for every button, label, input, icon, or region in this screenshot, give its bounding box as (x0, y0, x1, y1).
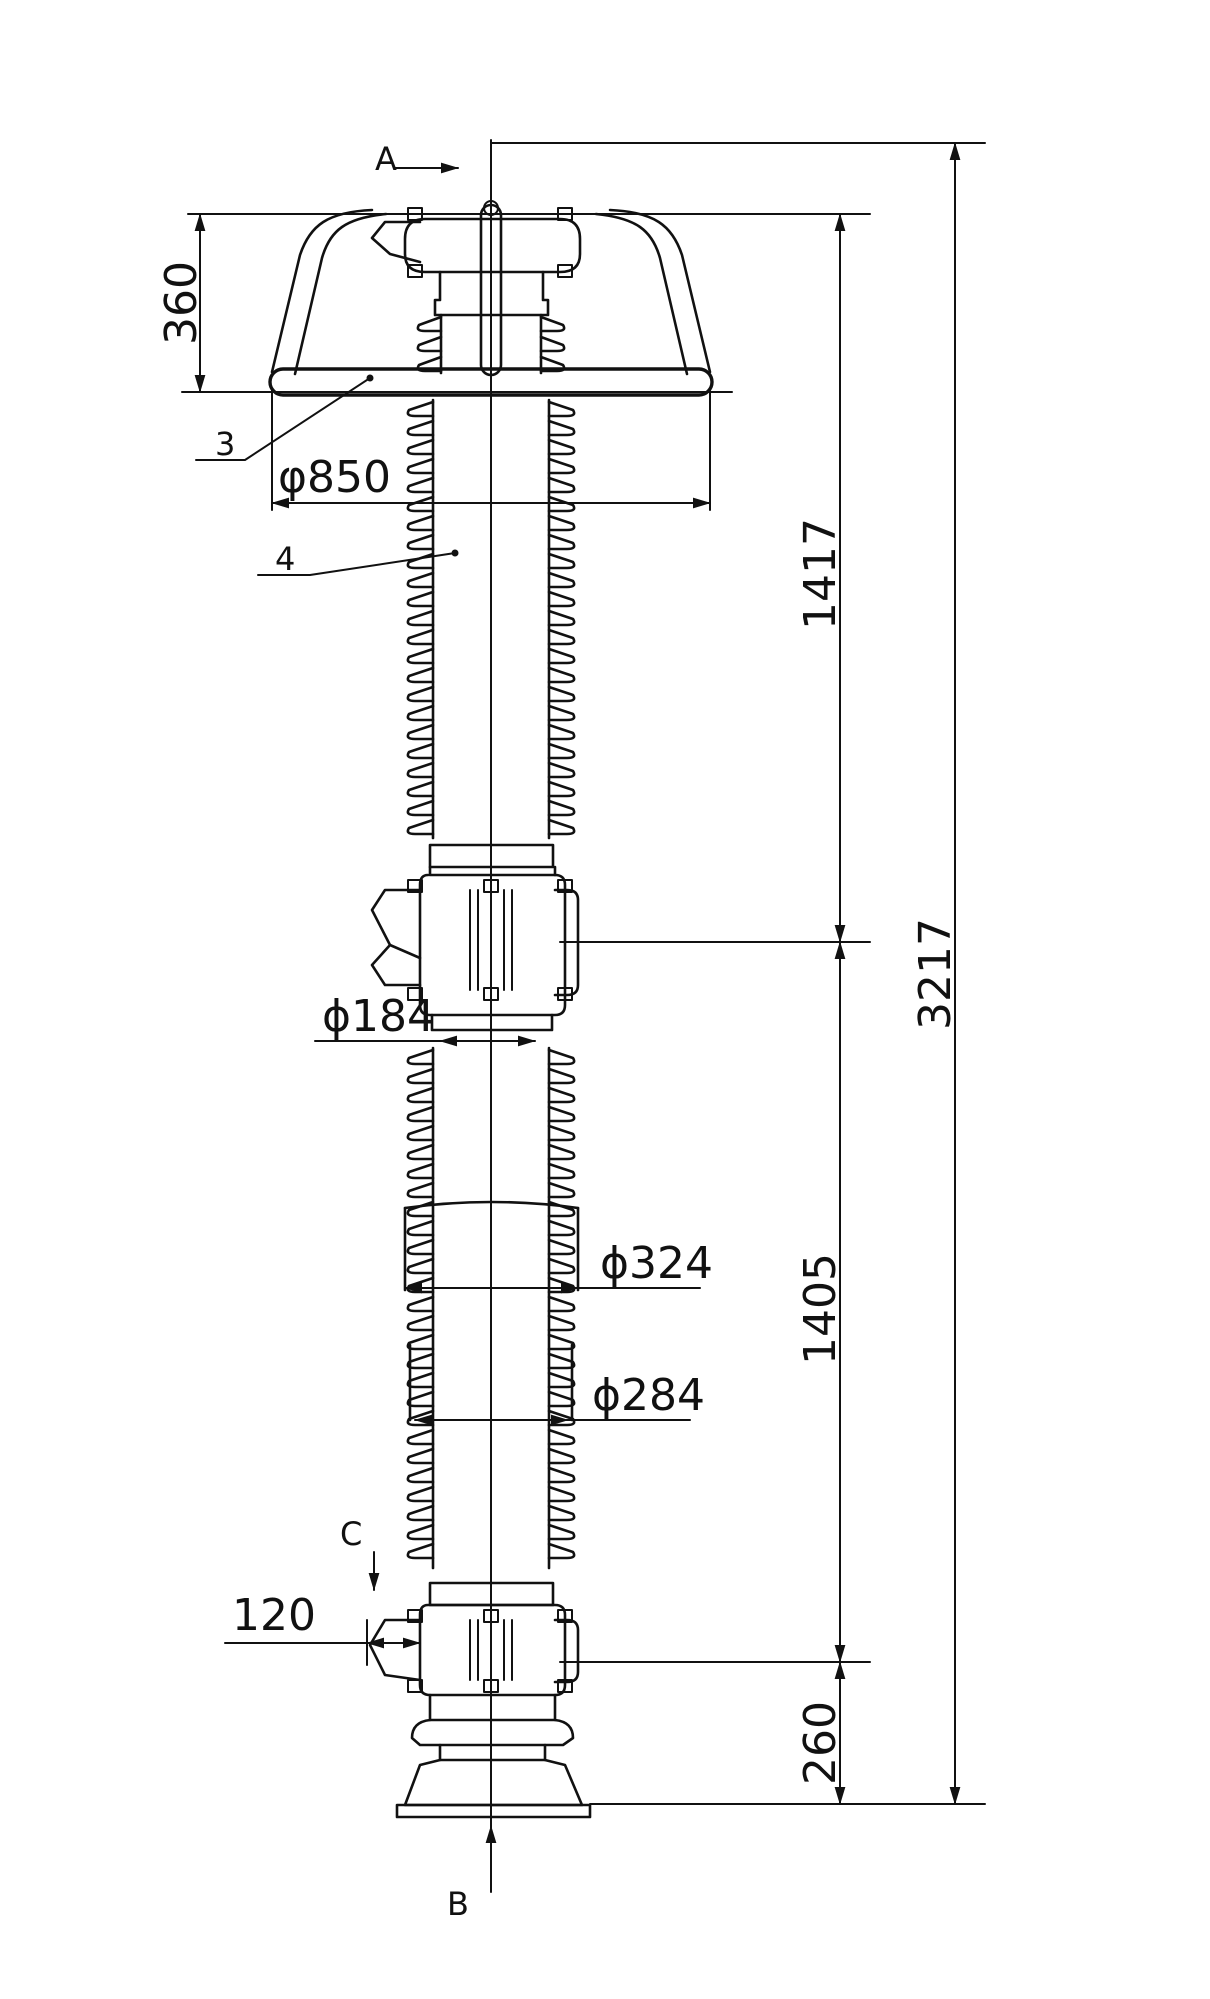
shed (406, 1048, 576, 1066)
shed (406, 1143, 576, 1161)
shed (406, 1485, 576, 1503)
shed (406, 1162, 576, 1180)
shed (406, 1428, 576, 1446)
shed (406, 1542, 576, 1560)
shed (416, 355, 566, 373)
shed (406, 780, 576, 798)
grading-shields (403, 1200, 580, 1422)
dim-260: 260 (795, 1701, 846, 1785)
shed (406, 761, 576, 779)
shed (406, 457, 576, 475)
dimension-lines (181, 142, 986, 1893)
dim-phi-184: ϕ184 (322, 991, 435, 1042)
shed (406, 742, 576, 760)
shed (416, 335, 566, 353)
shed (406, 1105, 576, 1123)
lower-shed-stack (406, 1046, 576, 1570)
dim-120: 120 (232, 1590, 316, 1641)
shed (406, 1314, 576, 1332)
shed (406, 666, 576, 684)
view-c-label: C (340, 1515, 362, 1553)
shed (406, 1504, 576, 1522)
shed (406, 685, 576, 703)
middle-flange (370, 843, 580, 1032)
shed (406, 514, 576, 532)
shed (406, 476, 576, 494)
grading-ring (268, 208, 714, 397)
shed (406, 552, 576, 570)
shed (406, 438, 576, 456)
shed (406, 1447, 576, 1465)
part-4-label: 4 (275, 540, 295, 578)
shed (406, 1181, 576, 1199)
upper-shed-stack (406, 313, 576, 840)
shed (406, 1238, 576, 1256)
shed (406, 1333, 576, 1351)
shed (406, 723, 576, 741)
dimension-labels: A B C 3 4 360 φ850 1417 3217 ϕ184 ϕ324 1… (156, 140, 961, 1923)
part-3-label: 3 (215, 425, 235, 463)
shed (406, 799, 576, 817)
dim-1405: 1405 (795, 1253, 846, 1365)
shed (406, 1523, 576, 1541)
shed (406, 1086, 576, 1104)
dim-1417: 1417 (795, 518, 846, 630)
dim-phi-324: ϕ324 (600, 1238, 713, 1289)
shed (406, 1257, 576, 1275)
view-b-label: B (447, 1885, 469, 1923)
shed (406, 1219, 576, 1237)
shed (416, 315, 566, 333)
shed (406, 818, 576, 836)
dim-3217: 3217 (910, 918, 961, 1030)
shed (406, 533, 576, 551)
shed (406, 571, 576, 589)
dim-360: 360 (156, 261, 207, 345)
shed (406, 609, 576, 627)
shed (406, 590, 576, 608)
shed (406, 400, 576, 418)
shed (406, 1466, 576, 1484)
shed (406, 704, 576, 722)
dim-phi-850: φ850 (278, 452, 391, 503)
dim-phi-284: ϕ284 (592, 1370, 705, 1421)
shed (406, 1067, 576, 1085)
shed (406, 1124, 576, 1142)
shed (406, 628, 576, 646)
top-fitting (370, 200, 582, 377)
shed (406, 1295, 576, 1313)
view-a-label: A (375, 140, 397, 178)
shed (406, 647, 576, 665)
shed (406, 1200, 576, 1218)
shed (406, 419, 576, 437)
bottom-flange (368, 1581, 592, 1819)
